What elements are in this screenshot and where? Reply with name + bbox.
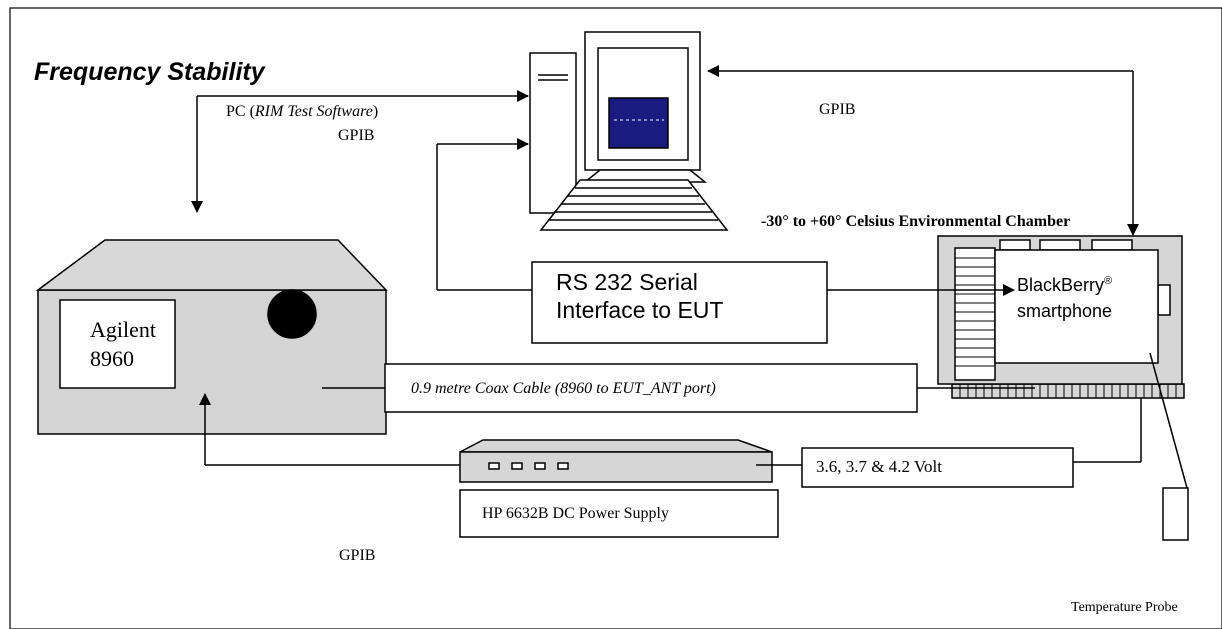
pc-label-prefix: PC (: [226, 103, 255, 120]
rs232-label: RS 232 Serial Interface to EUT: [556, 268, 723, 324]
coax-cable-box: [384, 363, 918, 413]
rs232-interface-box: [531, 261, 828, 344]
temperature-probe-icon: [1162, 487, 1189, 541]
rs232-label-line1: RS 232 Serial: [556, 269, 698, 295]
pc-label-software: RIM Test Software: [254, 103, 373, 120]
coax-label: 0.9 metre Coax Cable (8960 to EUT_ANT po…: [411, 380, 716, 397]
rs232-label-line2: Interface to EUT: [556, 297, 724, 323]
chamber-grille-lines: [955, 257, 995, 367]
agilent-label-line1: Agilent: [90, 317, 156, 342]
power-supply-unit: [459, 439, 773, 483]
chamber-label: -30° to +60° Celsius Environmental Chamb…: [761, 213, 1071, 230]
pc-label-suffix: ): [372, 103, 379, 120]
voltage-box: [801, 447, 1074, 488]
temperature-probe-label: Temperature Probe: [1071, 600, 1178, 615]
blackberry-label-line2: smartphone: [1017, 301, 1113, 321]
agilent-label-line2: 8960: [90, 346, 134, 371]
diagram-title: Frequency Stability: [34, 58, 265, 86]
pc-label: PC (RIM Test Software): [226, 103, 378, 121]
temperature-probe-wire: [1149, 352, 1188, 489]
blackberry-label: BlackBerry® smartphone: [1017, 268, 1112, 324]
blackberry-device-box: [994, 249, 1159, 364]
agilent-8960-instrument: [35, 239, 388, 435]
diagram-frame: [9, 7, 1222, 629]
agilent-label: Agilent 8960: [90, 315, 156, 373]
blackberry-label-line1: BlackBerry: [1017, 275, 1105, 295]
chamber-feet-lines: [959, 384, 1177, 398]
power-supply-label: HP 6632B DC Power Supply: [482, 505, 669, 522]
pc-computer-icon: [529, 31, 729, 231]
power-supply-label-box: [459, 489, 779, 538]
gpib-label-pc: GPIB: [338, 127, 375, 144]
gpib-label-bottom: GPIB: [339, 547, 376, 564]
gpib-label-right: GPIB: [819, 101, 856, 118]
voltage-label: 3.6, 3.7 & 4.2 Volt: [816, 457, 942, 476]
blackberry-registered-mark: ®: [1104, 275, 1113, 287]
